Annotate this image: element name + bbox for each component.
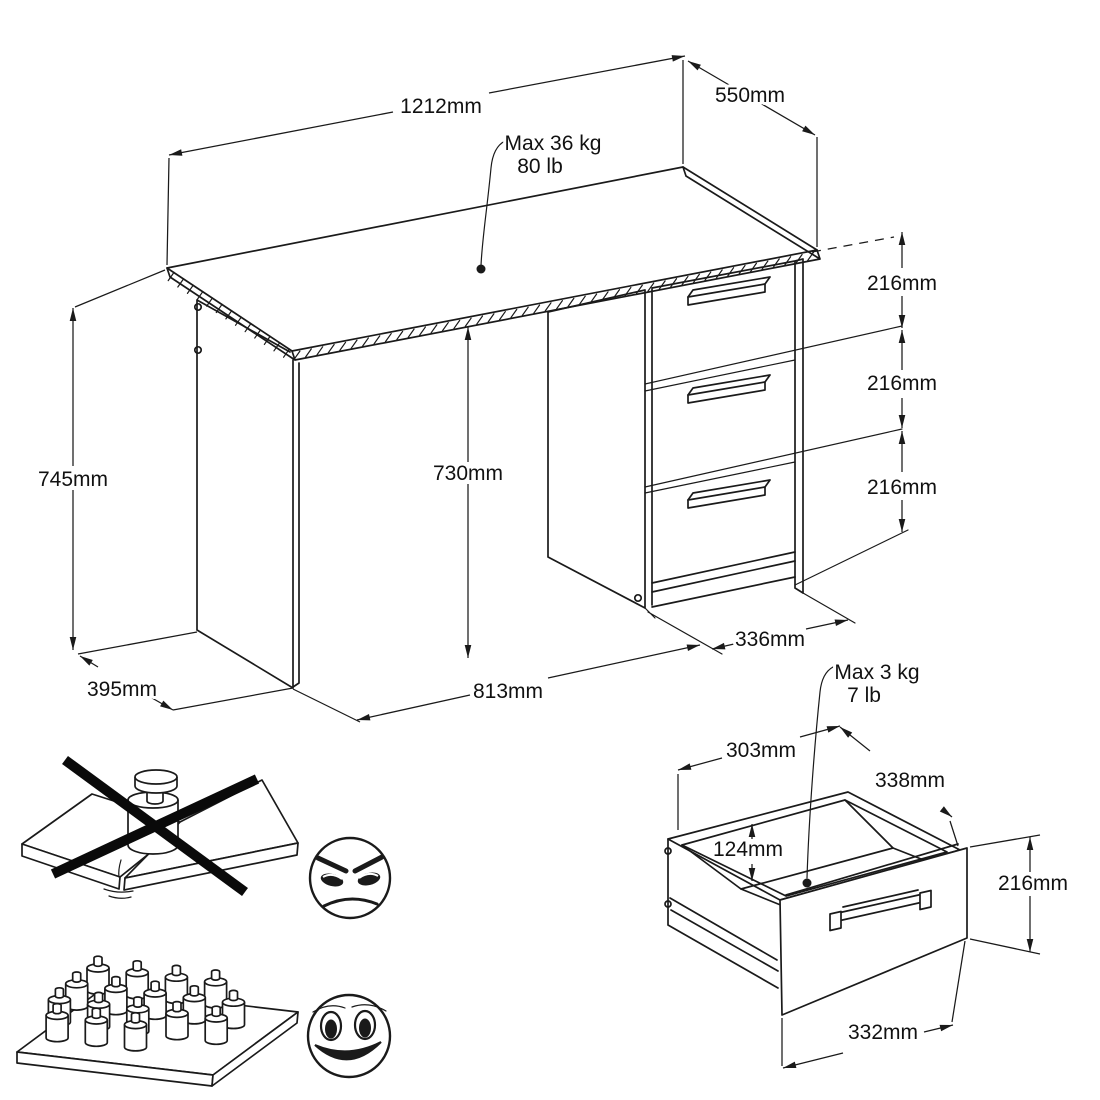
small-weights-group bbox=[45, 955, 246, 1052]
dimension-label-drawer2-height: 216mm bbox=[867, 372, 937, 395]
dimension-label-side-panel-depth: 395mm bbox=[87, 678, 157, 701]
small-weight-can bbox=[204, 1005, 229, 1046]
cam-hole bbox=[193, 345, 203, 355]
dimension-label-drawer-front-height: 216mm bbox=[998, 872, 1068, 895]
desktop-top-face bbox=[166, 166, 818, 352]
dimension-label-drawer-inner-width: 303mm bbox=[726, 739, 796, 762]
desk-partition-panel bbox=[547, 288, 653, 609]
dimension-label-desk-height: 745mm bbox=[38, 468, 108, 491]
drawer-handle bbox=[687, 479, 771, 509]
small-weight-can bbox=[84, 1007, 109, 1048]
small-weight-can bbox=[165, 1000, 189, 1041]
drawer-detail-drawing: Max 3 kg 7 lb 303mm 338mm 124mm 216mm 33… bbox=[664, 658, 1071, 1069]
drawer-handle bbox=[687, 374, 771, 404]
dimension-label-knee-height: 730mm bbox=[433, 462, 503, 485]
desk-drawing bbox=[166, 166, 909, 689]
drawer-handle bbox=[829, 889, 932, 932]
smiley-face-icon bbox=[306, 993, 392, 1079]
desk-dimensions: 1212mm 550mm Max 36 kg 80 lb 745mm 395mm… bbox=[35, 55, 940, 723]
dimension-label-pedestal-depth: 336mm bbox=[735, 628, 805, 651]
small-weight-can bbox=[45, 1002, 69, 1043]
dimension-label-desk-depth: 550mm bbox=[715, 84, 785, 107]
cam-hole bbox=[633, 593, 643, 603]
desktop-load-callout: Max 36 kg 80 lb bbox=[476, 129, 604, 274]
cam-hole bbox=[193, 302, 203, 312]
dimension-label-drawer-inner-depth: 124mm bbox=[713, 838, 783, 861]
drawer-max-load-metric: Max 3 kg bbox=[834, 661, 919, 684]
leader-dot bbox=[802, 878, 812, 888]
desktop-front-edge-hatching bbox=[293, 251, 815, 360]
dimension-label-drawer-depth: 338mm bbox=[875, 769, 945, 792]
desktop-max-load-metric: Max 36 kg bbox=[505, 132, 602, 155]
drawer-max-load-imperial: 7 lb bbox=[847, 684, 881, 707]
leader-dot bbox=[476, 264, 486, 274]
drawer-handle bbox=[687, 276, 771, 306]
cross-out-stroke bbox=[50, 774, 260, 879]
dimension-label-drawer1-height: 216mm bbox=[867, 272, 937, 295]
runner-pin bbox=[664, 847, 672, 855]
dimension-label-desk-width: 1212mm bbox=[400, 95, 482, 118]
dimension-label-drawer3-height: 216mm bbox=[867, 476, 937, 499]
desktop-max-load-imperial: 80 lb bbox=[517, 155, 563, 178]
dimension-label-knee-width: 813mm bbox=[473, 680, 543, 703]
desk-drawer-pedestal bbox=[644, 258, 909, 655]
dimension-label-drawer-front-width: 332mm bbox=[848, 1021, 918, 1044]
small-weight-can bbox=[123, 1011, 148, 1052]
angry-face-icon bbox=[308, 836, 392, 920]
desk-left-side-panel bbox=[193, 299, 300, 689]
no-point-load-icon bbox=[21, 755, 299, 899]
drawer-load-callout: Max 3 kg 7 lb bbox=[802, 658, 923, 888]
runner-pin bbox=[664, 900, 672, 908]
drawer-front-panel bbox=[779, 847, 968, 1016]
distributed-load-icon bbox=[16, 955, 299, 1087]
